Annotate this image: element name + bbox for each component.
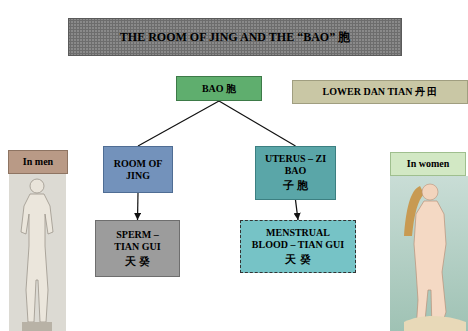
branch-line	[219, 101, 296, 146]
node-text: SPERM – TIAN GUI	[105, 229, 171, 253]
group-label-box: In women	[390, 152, 466, 176]
arrow-connector	[296, 200, 299, 220]
node-text: 子 胞	[283, 179, 309, 192]
node-text: UTERUS – ZI BAO	[265, 153, 327, 177]
statue-plinth	[22, 322, 52, 331]
substance-box: SPERM – TIAN GUI 天 癸	[95, 220, 180, 277]
title-band: THE ROOM OF JING AND THE “BAO” 胞	[68, 18, 402, 56]
node-text: MENSTRUAL BLOOD – TIAN GUI	[248, 227, 348, 251]
group-label-box: In men	[8, 150, 68, 174]
branch-line	[138, 101, 219, 146]
node-text: In men	[23, 156, 53, 168]
node-text: 天 癸	[125, 255, 151, 268]
statue-head	[30, 179, 44, 193]
node-text: 天 癸	[285, 253, 311, 266]
organ-box: ROOM OF JING	[103, 146, 173, 193]
substance-box: MENSTRUAL BLOOD – TIAN GUI 天 癸	[240, 220, 356, 273]
arrow-connector	[137, 193, 139, 220]
picture-ground	[390, 176, 468, 331]
organ-box: UTERUS – ZI BAO 子 胞	[255, 146, 336, 200]
picture-ground	[9, 171, 66, 331]
region-box: LOWER DAN TIAN 丹 田	[292, 80, 468, 104]
venus-head	[422, 184, 438, 200]
venus-picture	[390, 176, 468, 331]
title-text: THE ROOM OF JING AND THE “BAO” 胞	[120, 29, 350, 46]
statue-body	[21, 194, 53, 322]
venus-body	[414, 201, 446, 331]
node-text: In women	[407, 158, 450, 170]
statue-picture	[9, 171, 66, 331]
root-box: BAO 胞	[176, 76, 262, 101]
node-text: BAO 胞	[202, 83, 236, 95]
venus-shell	[404, 316, 466, 331]
node-text: LOWER DAN TIAN 丹 田	[323, 86, 438, 98]
node-text: ROOM OF JING	[108, 158, 168, 182]
